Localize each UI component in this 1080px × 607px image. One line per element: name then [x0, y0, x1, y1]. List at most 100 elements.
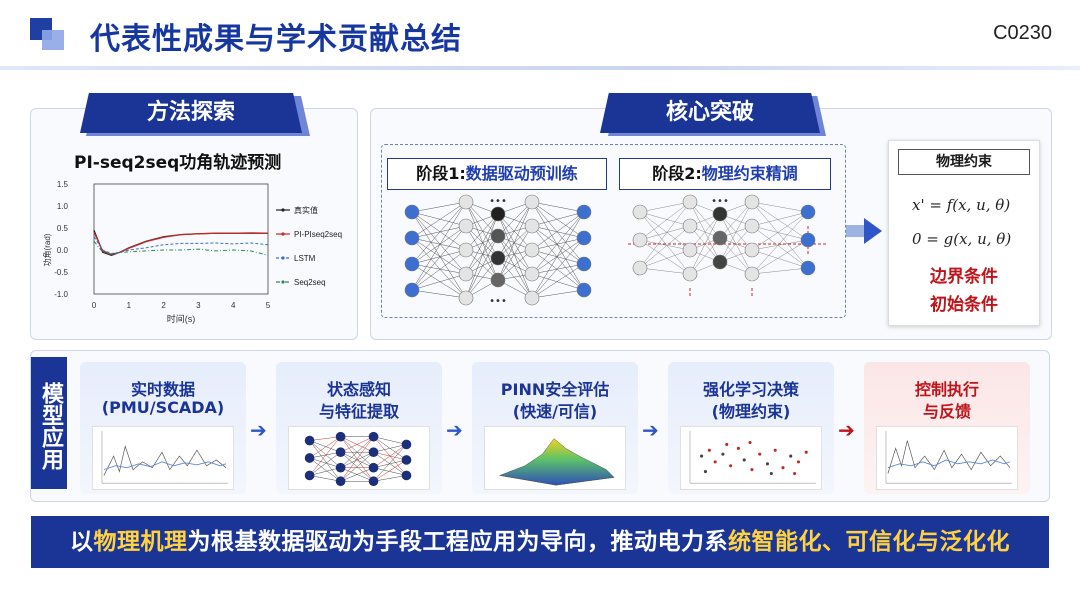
network-edge [531, 201, 585, 239]
y-tick: 1.5 [57, 180, 69, 189]
network-node [632, 232, 648, 248]
network-edge [309, 436, 341, 441]
network-edge [751, 225, 809, 241]
network-node [800, 232, 816, 248]
network-edge [531, 201, 585, 291]
network-edge [751, 249, 809, 269]
initial-condition: 初始条件 [930, 295, 998, 315]
network-node [458, 194, 474, 210]
network-edge [411, 237, 467, 299]
network-edge [531, 249, 585, 291]
network-edge [639, 211, 691, 275]
network-edge [309, 457, 341, 482]
network-edge [465, 225, 499, 259]
network-edge [465, 213, 499, 275]
physics-constraint-card [888, 140, 1040, 326]
network-edge [531, 201, 585, 265]
legend-label: 真实值 [294, 205, 318, 215]
network-edge [309, 457, 341, 468]
x-tick: 4 [231, 301, 236, 310]
network-node [335, 447, 346, 458]
boundary-condition: 边界条件 [930, 267, 998, 287]
network-node [576, 282, 592, 298]
y-axis-label: 功角(rad) [42, 233, 52, 266]
network-edge [531, 225, 585, 265]
network-edge [497, 201, 533, 259]
network-edge [751, 267, 809, 275]
series-line [93, 232, 269, 256]
legend-marker [281, 256, 285, 260]
legend-label: PI-PIseq2seq [294, 230, 342, 239]
model-side-label: 模型应用 [31, 357, 67, 489]
network-edge [531, 211, 585, 227]
network-edge [531, 225, 585, 239]
x-tick: 5 [266, 301, 271, 310]
network-node [682, 266, 698, 282]
network-edge [411, 225, 467, 265]
step-control-feedback: 控制执行 与反馈 [864, 362, 1030, 494]
x-tick: 0 [92, 301, 97, 310]
network-node [458, 266, 474, 282]
network-edge [411, 211, 467, 275]
network-edge [411, 201, 467, 265]
flow-arrow-icon: ➔ [250, 418, 267, 442]
stage1-network-diagram: ••• ••• [404, 194, 592, 307]
stage1-label: 阶段1:数据驱动预训练 [387, 158, 607, 190]
page-title: 代表性成果与学术贡献总结 [90, 22, 462, 57]
network-edge [497, 201, 533, 281]
series-line [93, 236, 269, 255]
network-node [576, 204, 592, 220]
physics-title: 物理约束 [898, 149, 1030, 175]
scatter-point [804, 450, 808, 454]
network-node [744, 242, 760, 258]
timeseries-thumbnail [92, 426, 234, 490]
network-edge [411, 237, 467, 275]
scatter-point [789, 454, 793, 458]
header-divider [0, 66, 1080, 70]
network-edge [531, 225, 585, 291]
network-edge [411, 225, 467, 291]
legend-marker [281, 232, 285, 236]
network-edge [340, 451, 374, 468]
network-edge [373, 444, 407, 482]
network-node [800, 204, 816, 220]
network-edge [411, 263, 467, 299]
step-state-perception: 状态感知 与特征提取 [276, 362, 442, 494]
network-edge [411, 201, 467, 239]
network-edge [340, 436, 374, 453]
network-node [682, 218, 698, 234]
network-edge [751, 201, 809, 269]
network-node [404, 230, 420, 246]
network-edge [531, 273, 585, 291]
network-node [632, 260, 648, 276]
y-tick: 0.0 [57, 246, 69, 255]
network-node [404, 282, 420, 298]
network-edge [531, 237, 585, 251]
training-stages-box [381, 144, 846, 318]
network-edge [531, 211, 585, 251]
network-node [335, 476, 346, 487]
network-edge [719, 201, 753, 263]
scatter-point [703, 470, 708, 474]
network-edge [340, 452, 374, 482]
flow-arrow-icon: ➔ [838, 418, 855, 442]
network-edge [497, 257, 533, 299]
step-realtime-data: 实时数据 (PMU/SCADA) [80, 362, 246, 494]
series-line [93, 240, 269, 256]
scatter-point [750, 468, 754, 472]
network-edge [465, 235, 499, 299]
network-node [490, 272, 506, 288]
plot-area [93, 183, 269, 295]
network-edge [497, 235, 533, 275]
network-edge [411, 225, 467, 239]
network-edge [719, 201, 753, 239]
network-edge [465, 201, 499, 259]
network-edge [309, 436, 341, 476]
legend-marker [281, 208, 285, 212]
network-edge [309, 440, 341, 468]
ellipsis-top: ••• [711, 196, 729, 207]
network-edge [309, 451, 341, 459]
network-edge [639, 239, 691, 275]
network-edge [751, 201, 809, 241]
method-banner: 方法探索 [80, 93, 302, 133]
